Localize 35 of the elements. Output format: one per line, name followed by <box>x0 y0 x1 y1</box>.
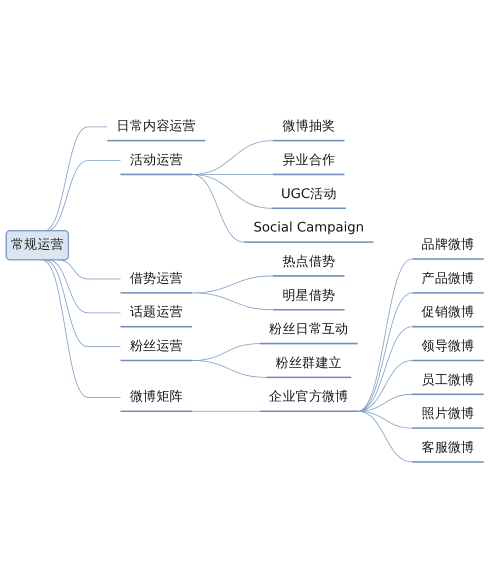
connector <box>357 292 413 412</box>
node-text: 企业官方微博 <box>269 389 348 405</box>
node-text: 异业合作 <box>282 152 336 168</box>
node-text: 品牌微博 <box>422 236 474 252</box>
connector <box>44 260 121 348</box>
connector <box>357 394 413 412</box>
connector <box>192 360 267 378</box>
node-text: 活动运营 <box>130 152 183 168</box>
node-text: 热点借势 <box>282 254 336 270</box>
connector <box>357 410 413 462</box>
connector <box>192 174 272 209</box>
connector <box>357 360 413 412</box>
node-text: 话题运营 <box>130 304 183 320</box>
node-text: 领导微博 <box>422 338 474 354</box>
node-text: 微博抽奖 <box>282 118 336 134</box>
connector <box>357 258 413 412</box>
connector <box>42 260 121 398</box>
node-text: 员工微博 <box>422 372 474 388</box>
node-text: 照片微博 <box>422 406 474 422</box>
node-text: 日常内容运营 <box>116 118 196 134</box>
connector <box>192 292 274 310</box>
node-text: 微博矩阵 <box>130 389 183 405</box>
node-text: 客服微博 <box>422 440 474 456</box>
node-text: 产品微博 <box>422 270 474 286</box>
node-text: 粉丝运营 <box>130 338 183 354</box>
node-text: 促销微博 <box>422 304 474 320</box>
node-text: 粉丝日常互动 <box>269 321 348 337</box>
node-text: 借势运营 <box>130 270 183 286</box>
node-text: 明星借势 <box>282 288 336 304</box>
node-text: UGC活动 <box>280 186 337 202</box>
node-text: Social Campaign <box>253 220 364 236</box>
connector <box>192 174 245 242</box>
connector <box>192 410 260 412</box>
node-text: 粉丝群建立 <box>276 355 342 371</box>
connector <box>357 326 413 412</box>
